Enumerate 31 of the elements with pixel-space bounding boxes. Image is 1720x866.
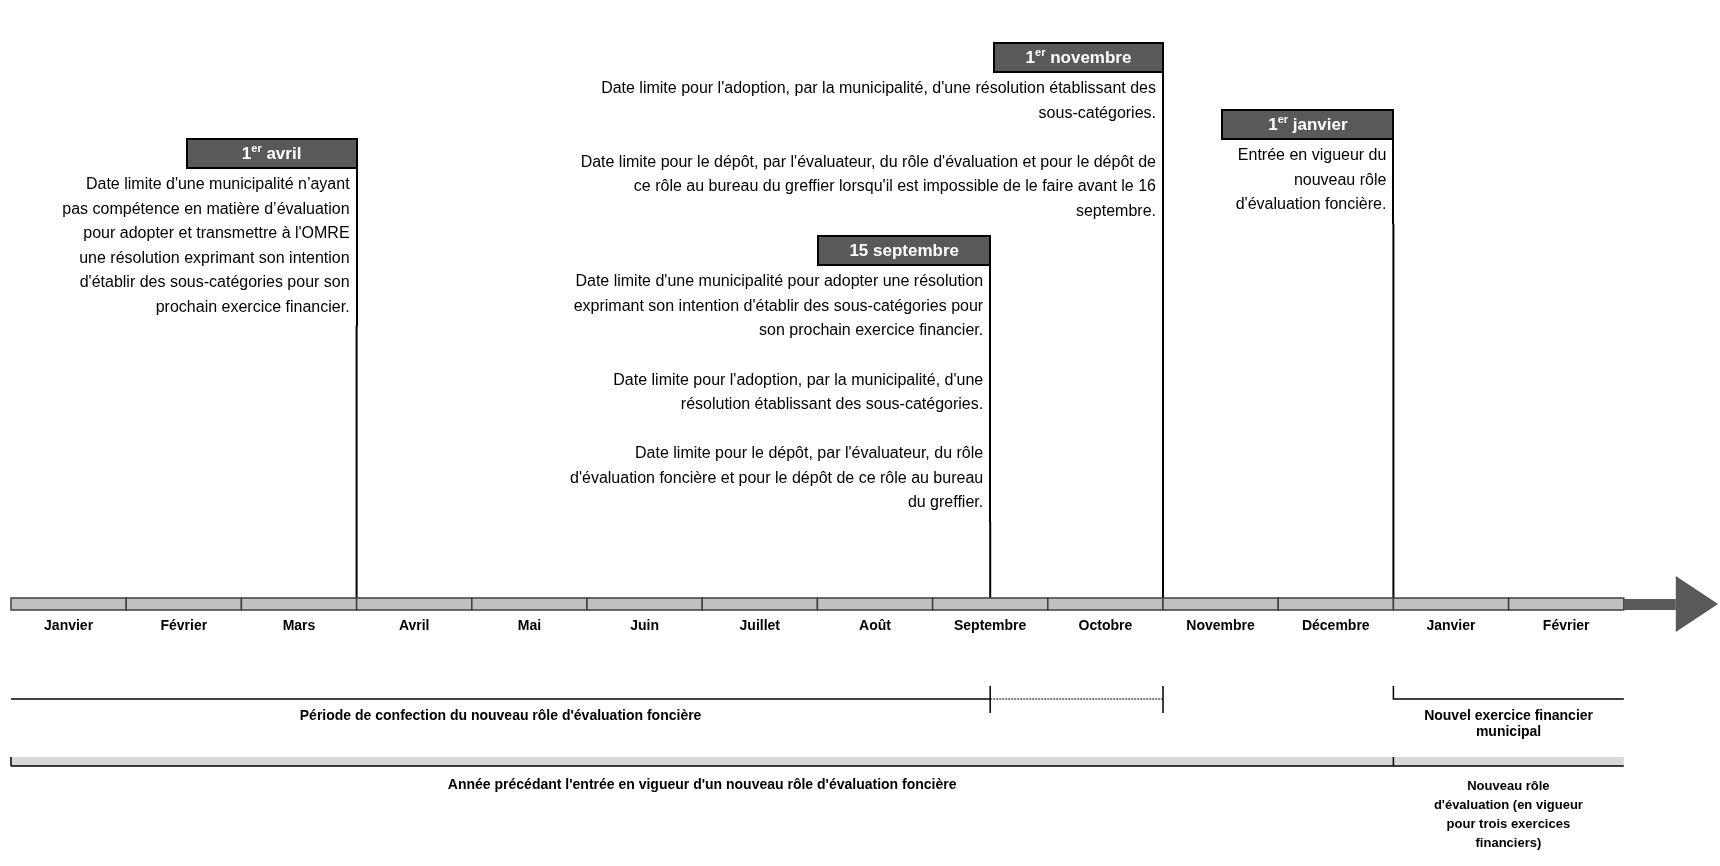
period-label: Année précédant l'entrée en vigueur d'un nouveau rôle d'évaluation foncière bbox=[446, 776, 958, 792]
period-label: Période de confection du nouveau rôle d'évaluation foncière bbox=[298, 707, 703, 723]
month-label: Décembre bbox=[1300, 617, 1371, 633]
date-header: 1$^{er}$ novembre bbox=[993, 42, 1164, 73]
date-header: 1$^{er}$ avril bbox=[185, 138, 358, 169]
month-label: Août bbox=[858, 617, 892, 633]
month-label: Mars bbox=[281, 617, 317, 633]
month-label: Février bbox=[159, 617, 209, 633]
month-label: Janvier bbox=[43, 617, 95, 633]
deadline-text: Date limite pour l'adoption, par la municipalité, d'une résolution établissant des sous-catégories. bbox=[600, 78, 1156, 123]
deadline-text: Date limite d'une municipalité n’ayant pas compétence en matière d’évaluation pour adopter et transmettre à l'OMRE une résolution exprimant son intention d'établir des sous-catégories pour son prochain exercice financier. bbox=[61, 174, 350, 317]
month-label: Juin bbox=[629, 617, 660, 633]
month-label: Septembre bbox=[953, 617, 1028, 633]
deadline-text: Date limite pour le dépôt, par l'évaluateur, du rôle d'évaluation et pour le dépôt de ce rôle au bureau du greffier lorsqu'il est impossible de le faire avant le 16 septembre. bbox=[579, 151, 1156, 221]
deadline-text: Date limite d'une municipalité pour adopter une résolution exprimant son intention d'établir des sous-catégories pour son prochain exercice financier. bbox=[572, 271, 984, 340]
month-label: Mai bbox=[516, 617, 543, 633]
date-header: 15 septembre bbox=[817, 235, 992, 266]
deadline-text: Date limite pour le dépôt, par l'évaluateur, du rôle d'évaluation foncière et pour le dépôt de ce rôle au bureau du greffier. bbox=[569, 443, 984, 512]
timeline-callout bbox=[1222, 109, 1395, 224]
date-header: 1$^{er}$ janvier bbox=[1221, 109, 1395, 140]
period-label: Nouveau rôle d'évaluation (en vigueur pour trois exercices financiers) bbox=[1433, 777, 1584, 852]
deadline-text: Date limite pour l'adoption, par la municipalité, d'une résolution établissant des sous-catégories. bbox=[612, 369, 984, 414]
month-label: Juillet bbox=[738, 617, 781, 633]
month-label: Octobre bbox=[1077, 617, 1134, 633]
month-label: Février bbox=[1541, 617, 1591, 633]
month-label: Avril bbox=[397, 617, 431, 633]
month-label: Novembre bbox=[1185, 617, 1256, 633]
timeline-callout bbox=[60, 138, 358, 326]
deadline-text: Entrée en vigueur du nouveau rôle d'évaluation foncière. bbox=[1234, 145, 1387, 214]
month-label: Janvier bbox=[1425, 617, 1477, 633]
period-label: Nouvel exercice financier municipal bbox=[1423, 707, 1594, 739]
